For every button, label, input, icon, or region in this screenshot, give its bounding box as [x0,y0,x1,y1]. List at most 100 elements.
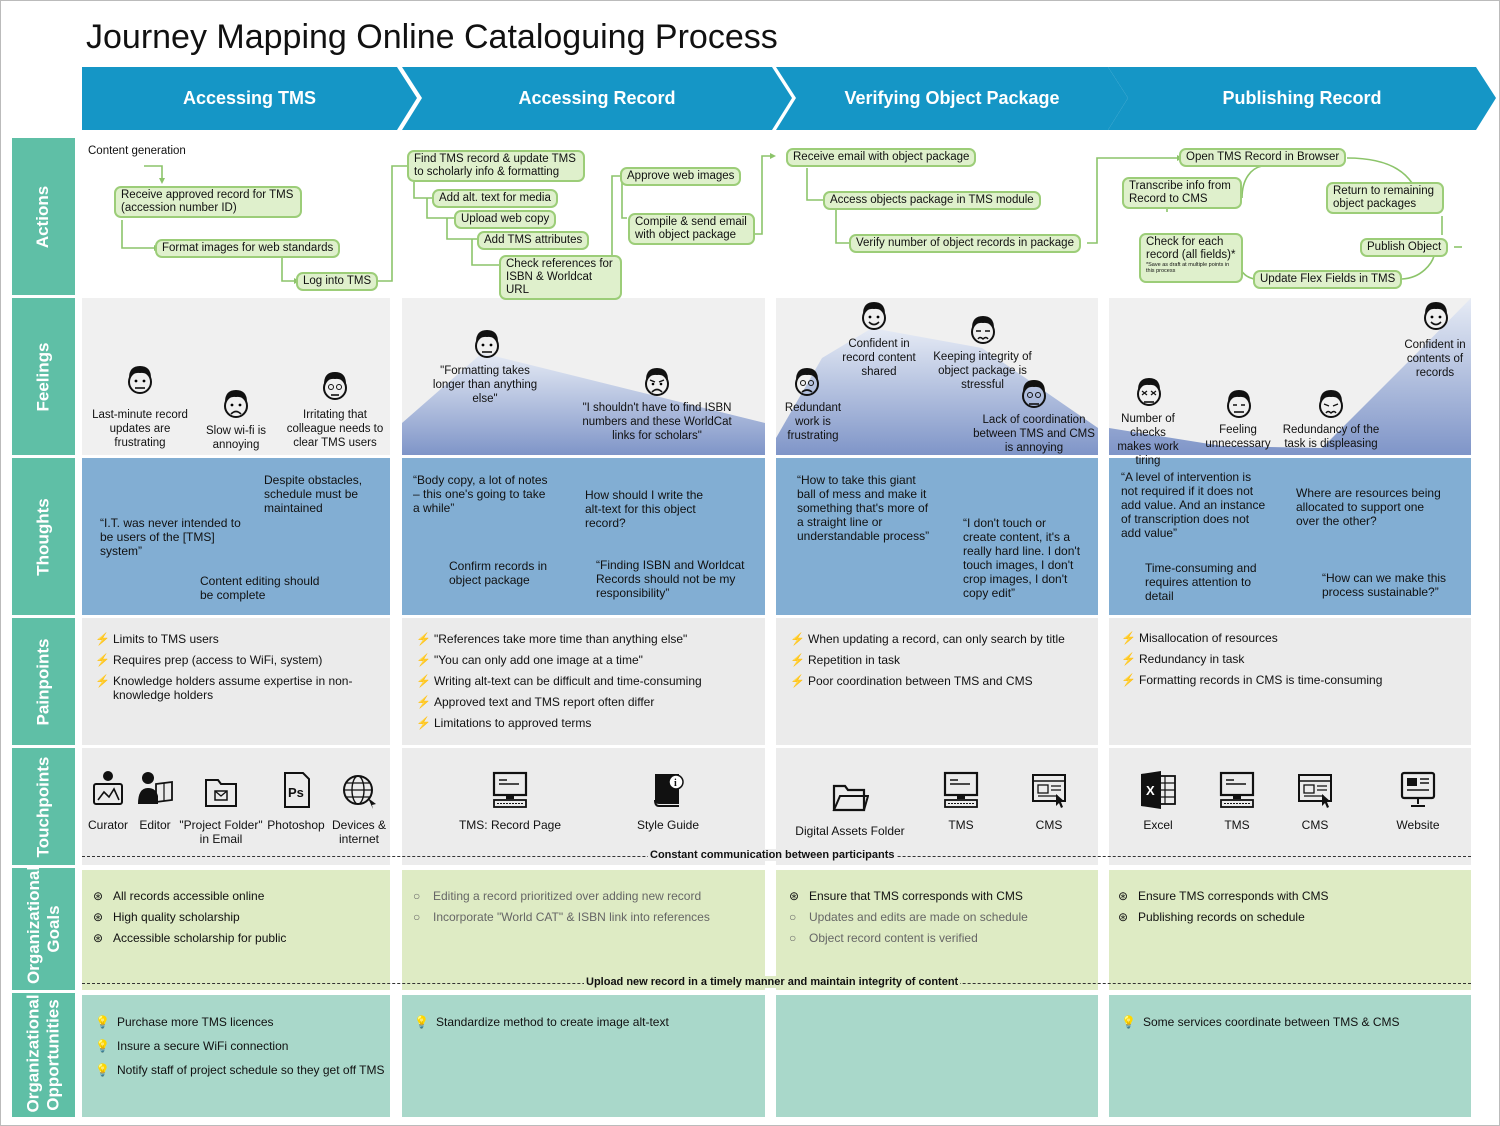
touchpoint-excel: X Excel [1133,770,1183,832]
phase-label: Accessing Record [518,88,676,108]
thought-finding-isbn: “Finding ISBN and Worldcat Records shoul… [596,558,745,600]
goal-item: ⊛All records accessible online [93,886,286,907]
goals-cell-1 [82,870,390,990]
opportunity-item: 💡Standardize method to create image alt-… [414,1015,669,1029]
feeling-number-of-checks: Number of checks makes work tiring [1117,413,1179,467]
empty-radio-icon: ○ [789,931,797,945]
opps-cell-2 [402,995,765,1117]
lightning-icon: ⚡ [1121,652,1136,666]
lightbulb-icon: 💡 [95,1063,110,1077]
lightning-icon: ⚡ [416,632,431,646]
goals-cell-3 [776,870,1098,990]
lightbulb-icon: 💡 [95,1039,110,1053]
goal-item: ⊛Accessible scholarship for public [93,928,286,949]
touchpoint-photoshop: Ps Photoshop [266,770,326,832]
computer-icon [943,771,979,808]
goals-list-3: ⊛Ensure that TMS corresponds with CMS ○U… [789,886,1028,949]
action-content-generation: Content generation [88,145,186,157]
empty-radio-icon: ○ [789,910,797,924]
row-label-touchpoints: Touchpoints [12,748,75,865]
row-label-opportunities: Organizational Opportunities [12,993,75,1117]
painpoint-item: ⚡When updating a record, can only search… [790,629,1090,650]
pain-cell-2 [402,618,765,745]
lightning-icon: ⚡ [416,695,431,709]
action-check-each-record-label: Check for each record (all fields)* [1146,236,1236,261]
painpoints-list-1: ⚡Limits to TMS users ⚡Requires prep (acc… [95,629,385,702]
goals-cell-2 [402,870,765,990]
touchpoint-label: CMS [1301,818,1329,832]
opportunity-item: 💡Purchase more TMS licences [95,1015,274,1029]
lightbulb-icon: 💡 [95,1015,110,1029]
action-compile-send-email: Compile & send email with object package [628,213,755,245]
action-publish-object: Publish Object [1360,238,1449,257]
thought-confirm-records: Confirm records in object package [449,559,548,587]
goal-item: ⊛Ensure TMS corresponds with CMS [1118,886,1329,907]
actions-connectors [121,153,1462,284]
filled-radio-icon: ⊛ [93,931,104,945]
lightning-icon: ⚡ [95,653,110,667]
touchpoint-label: Editor [139,818,171,832]
pain-cell-4 [1109,618,1471,745]
lightbulb-icon: 💡 [1121,1015,1136,1029]
lightning-icon: ⚡ [790,632,805,646]
row-label-goals: Organizational Goals [12,866,75,990]
action-access-objects-package: Access objects package in TMS module [823,191,1041,210]
goal-item: ⊛Ensure that TMS corresponds with CMS [789,886,1028,907]
feeling-redundant-work: Redundant work is frustrating [784,402,842,442]
touchpoint-tms: TMS [1212,770,1262,832]
browser-icon [1032,774,1066,808]
action-find-tms-record: Find TMS record & update TMS to scholarl… [407,150,585,182]
computer-icon [492,771,528,808]
action-receive-email: Receive email with object package [786,148,977,167]
touchpoint-label: Digital Assets Folder [795,824,905,838]
painpoint-item: ⚡Poor coordination between TMS and CMS [790,671,1090,692]
touchpoint-website: Website [1388,770,1448,832]
feeling-last-minute: Last-minute record updates are frustrati… [92,409,188,449]
action-check-references: Check references for ISBN & Worldcat URL [499,255,622,300]
happy-face-icon [862,302,886,330]
opps-list-4: 💡Some services coordinate between TMS & … [1121,1015,1461,1039]
goal-item: ○Updates and edits are made on schedule [789,907,1028,928]
curator-icon [93,771,123,805]
touchpoint-label: Curator [87,818,128,832]
action-approve-web-images: Approve web images [620,167,742,186]
displeased-face-icon [1319,390,1343,418]
touchpoint-tms-record-page: TMS: Record Page [450,770,570,832]
touchpoint-project-folder: "Project Folder" in Email [178,770,264,846]
action-update-flex-fields: Update Flex Fields in TMS [1253,270,1403,289]
painpoints-list-3: ⚡When updating a record, can only search… [790,629,1090,692]
action-upload-web-copy: Upload web copy [454,210,557,229]
browser-icon [1298,774,1332,808]
opportunity-item: 💡Notify staff of project schedule so the… [95,1063,385,1077]
feeling-irritating-colleague: Irritating that colleague needs to clear… [286,409,384,449]
goal-item: ○Incorporate "World CAT" & ISBN link int… [413,907,710,928]
painpoint-item: ⚡Limits to TMS users [95,629,385,650]
row-label-thoughts: Thoughts [12,458,75,615]
monitor-icon [1400,771,1436,807]
irritated-face-icon [323,372,347,400]
tired-face-icon [1137,378,1161,406]
empty-radio-icon: ○ [413,910,421,924]
feeling-confident-contents: Confident in contents of records [1404,339,1466,379]
action-open-tms-record: Open TMS Record in Browser [1179,148,1347,167]
touchpoint-label: Style Guide [636,818,700,832]
page-title: Journey Mapping Online Cataloguing Proce… [86,18,778,56]
touchpoint-cms: CMS [1290,770,1340,832]
filled-radio-icon: ⊛ [789,889,800,903]
book-icon: i [654,774,684,807]
frustrated-face-icon [795,368,819,396]
opps-list-2: 💡Standardize method to create image alt-… [414,1015,754,1039]
thought-body-copy: “Body copy, a lot of notes – this one's … [413,473,548,515]
pain-cell-1 [82,618,390,745]
globe-icon [343,775,376,809]
painpoints-list-2: ⚡"References take more time than anythin… [416,629,756,734]
thoughts-cell-4 [1109,458,1471,615]
phase-label: Verifying Object Package [844,88,1060,108]
thoughts-cell-3 [776,458,1098,615]
feeling-lack-coordination: Lack of coordination between TMS and CMS… [973,414,1095,454]
filled-radio-icon: ⊛ [1118,910,1129,924]
thought-time-consuming: Time-consuming and requires attention to… [1145,561,1257,603]
touchpoint-devices-internet: Devices & internet [330,770,388,846]
lightning-icon: ⚡ [790,674,805,688]
action-save-draft-note: *Save as draft at multiple points in thi… [1146,262,1230,274]
